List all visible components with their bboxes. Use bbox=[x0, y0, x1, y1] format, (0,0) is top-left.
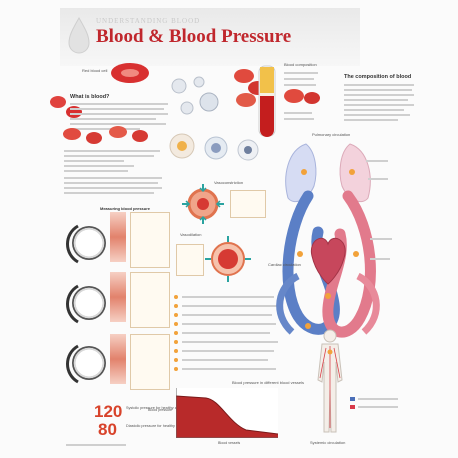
artery-strip bbox=[110, 334, 126, 384]
diastolic-value: 80 bbox=[98, 420, 117, 439]
poster-title: Blood & Blood Pressure bbox=[96, 26, 292, 47]
bp-graph-title: Blood pressure in different blood vessel… bbox=[232, 380, 304, 385]
annotation-line bbox=[368, 178, 388, 180]
bp-graph-y-label: Blood pressure bbox=[148, 408, 173, 412]
vasoconstriction-label: Vasoconstriction bbox=[214, 180, 244, 185]
annotation-line bbox=[366, 160, 388, 162]
composition-legend-line bbox=[284, 78, 314, 80]
composition-legend-line bbox=[284, 84, 316, 86]
composition-legend-line bbox=[284, 72, 318, 74]
systemic-circulation-label: Systemic circulation bbox=[310, 440, 346, 445]
header-icon bbox=[66, 16, 92, 56]
annotation-line bbox=[370, 258, 390, 260]
header-panel bbox=[60, 8, 360, 66]
pressure-gauge-icon bbox=[72, 346, 106, 380]
cardiac-circulation-label: Cardiac circulation bbox=[268, 262, 301, 267]
cuff-hose-illustration bbox=[62, 282, 82, 326]
systolic-value: 120 bbox=[94, 402, 123, 421]
platelet-cluster-illustration bbox=[165, 72, 225, 122]
what-is-blood-text bbox=[70, 103, 168, 130]
measuring-heading: Measuring blood pressure bbox=[100, 206, 151, 211]
composition-legend-line bbox=[284, 112, 312, 114]
vasoconstriction-illustration bbox=[180, 182, 226, 226]
footer-credit bbox=[66, 444, 126, 446]
poster-supertitle: UNDERSTANDING BLOOD bbox=[96, 17, 201, 25]
what-is-blood-heading: What is blood? bbox=[70, 94, 110, 100]
pressure-gauge-icon bbox=[72, 286, 106, 320]
cuff-hose-illustration bbox=[62, 342, 82, 386]
composition-legend-line bbox=[284, 118, 314, 120]
pulmonary-circulation-label: Pulmonary circulation bbox=[312, 132, 351, 137]
circulation-diagram bbox=[268, 136, 388, 366]
legend-swatch-blue bbox=[350, 397, 355, 401]
measure-note-box bbox=[130, 212, 170, 268]
annotation-line bbox=[370, 238, 392, 240]
circulation-steps-list bbox=[172, 294, 280, 378]
legend-swatch-red bbox=[350, 405, 355, 409]
legend-box bbox=[350, 396, 402, 412]
vasodilation-illustration bbox=[204, 236, 252, 282]
bp-graph-x-label: Blood vessels bbox=[218, 441, 241, 445]
artery-strip bbox=[110, 212, 126, 262]
blood-composition-label: Blood composition bbox=[284, 62, 317, 67]
composition-text bbox=[344, 84, 414, 121]
pressure-gauge-icon bbox=[72, 226, 106, 260]
white-cells-illustration bbox=[168, 128, 268, 168]
bp-graph bbox=[175, 388, 279, 439]
vasoconstriction-note bbox=[230, 190, 266, 218]
rbc-label: Red blood cell bbox=[82, 68, 108, 73]
measure-note-box bbox=[130, 334, 170, 390]
test-tube-illustration bbox=[257, 64, 277, 138]
composition-heading: The composition of blood bbox=[344, 74, 412, 80]
rbc-row-illustration bbox=[60, 122, 160, 148]
measure-note-box bbox=[130, 272, 170, 328]
cuff-hose-illustration bbox=[62, 222, 82, 266]
systolic-note: Systolic pressure for healthy adults bbox=[126, 406, 185, 410]
blood-facts-text bbox=[64, 150, 164, 206]
vasodilation-label: Vasodilation bbox=[180, 232, 202, 237]
body-figure-illustration bbox=[308, 328, 352, 438]
diastolic-note: Diastolic pressure for healthy adults bbox=[126, 424, 187, 428]
artery-strip bbox=[110, 272, 126, 322]
cells-right-illustration bbox=[282, 84, 322, 110]
vasodilation-note bbox=[176, 244, 204, 276]
red-blood-cell-illustration bbox=[110, 62, 150, 84]
